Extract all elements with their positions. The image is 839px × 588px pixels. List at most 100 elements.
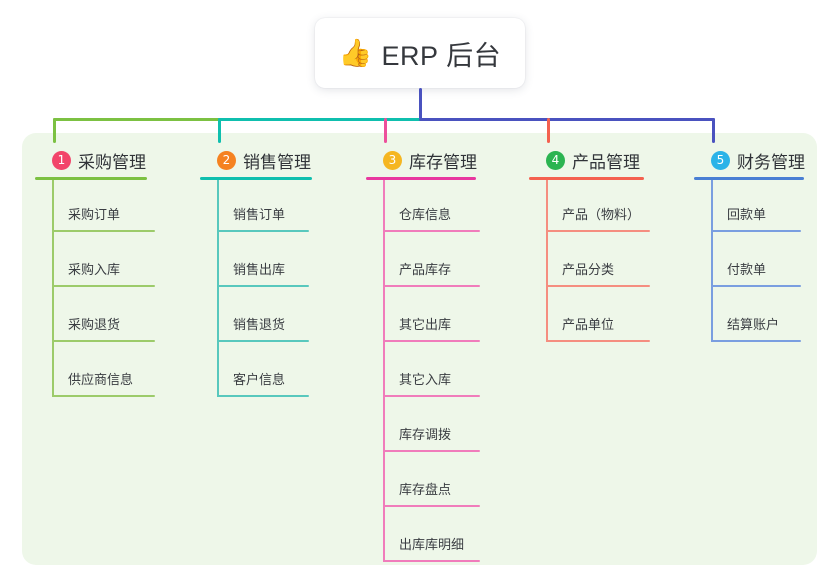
branch-header-2[interactable]: 2 销售管理 <box>200 143 311 177</box>
branch-header-1[interactable]: 1 采购管理 <box>35 143 146 177</box>
branch-item-label: 销售出库 <box>233 262 286 277</box>
branch-item-label: 付款单 <box>727 262 767 277</box>
branch-item-label: 产品单位 <box>562 317 615 332</box>
branch-item-underline <box>383 340 480 342</box>
branch-number-badge: 3 <box>383 150 402 170</box>
branch-item[interactable]: 销售订单 <box>217 177 309 232</box>
branch-item-underline <box>52 285 155 287</box>
branch-item[interactable]: 采购退货 <box>52 287 155 342</box>
branch-item-underline <box>217 230 309 232</box>
branch-spine <box>217 180 219 397</box>
branch-title: 产品管理 <box>572 152 640 172</box>
branch-number-badge: 1 <box>52 150 71 170</box>
branch-column-2: 2 销售管理销售订单销售出库销售退货客户信息 <box>200 143 312 397</box>
branch-item-label: 库存调拨 <box>399 427 452 442</box>
branch-item-label: 产品（物料） <box>562 207 641 222</box>
connector-bar-green <box>53 118 221 121</box>
connector-drop-2 <box>218 118 221 143</box>
branch-item[interactable]: 产品库存 <box>383 232 480 287</box>
diagram-background-panel <box>22 133 817 565</box>
connector-drop-4 <box>547 118 550 143</box>
branch-spine <box>52 180 54 397</box>
connector-drop-5 <box>712 118 715 143</box>
branch-underline <box>200 177 312 180</box>
branch-item[interactable]: 结算账户 <box>711 287 801 342</box>
branch-item[interactable]: 供应商信息 <box>52 342 155 397</box>
branch-item[interactable]: 其它入库 <box>383 342 480 397</box>
branch-item-underline <box>52 230 155 232</box>
branch-item-label: 客户信息 <box>233 372 286 387</box>
branch-item-label: 产品分类 <box>562 262 615 277</box>
branch-column-1: 1 采购管理采购订单采购入库采购退货供应商信息 <box>35 143 155 397</box>
branch-item[interactable]: 仓库信息 <box>383 177 480 232</box>
branch-number-badge: 2 <box>217 150 236 170</box>
branch-underline <box>35 177 147 180</box>
branch-item-label: 仓库信息 <box>399 207 452 222</box>
branch-item[interactable]: 产品单位 <box>546 287 650 342</box>
branch-column-5: 5 财务管理回款单付款单结算账户 <box>694 143 805 342</box>
branch-item-underline <box>217 340 309 342</box>
branch-item-underline <box>383 560 480 562</box>
branch-item-label: 结算账户 <box>727 317 780 332</box>
branch-item[interactable]: 产品（物料） <box>546 177 650 232</box>
branch-header-5[interactable]: 5 财务管理 <box>694 143 805 177</box>
branch-item-underline <box>383 395 480 397</box>
branch-item-label: 回款单 <box>727 207 767 222</box>
branch-item[interactable]: 客户信息 <box>217 342 309 397</box>
thumbs-up-icon: 👍 <box>338 38 373 68</box>
branch-item[interactable]: 采购订单 <box>52 177 155 232</box>
branch-underline <box>529 177 644 180</box>
branch-item[interactable]: 付款单 <box>711 232 801 287</box>
branch-item[interactable]: 回款单 <box>711 177 801 232</box>
branch-item-label: 出库库明细 <box>399 537 465 552</box>
root-node[interactable]: 👍 ERP 后台 <box>315 18 525 88</box>
branch-item-label: 供应商信息 <box>68 372 134 387</box>
root-node-title: ERP 后台 <box>381 40 502 71</box>
branch-item-underline <box>711 230 801 232</box>
branch-title: 财务管理 <box>737 152 805 172</box>
branch-underline <box>694 177 804 180</box>
branch-item-underline <box>52 340 155 342</box>
branch-item-underline <box>383 230 480 232</box>
branch-item-underline <box>52 395 155 397</box>
branch-underline <box>366 177 476 180</box>
branch-item-label: 其它入库 <box>399 372 452 387</box>
branch-item[interactable]: 采购入库 <box>52 232 155 287</box>
branch-title: 销售管理 <box>243 152 311 172</box>
branch-item-underline <box>711 340 801 342</box>
branch-header-3[interactable]: 3 库存管理 <box>366 143 477 177</box>
branch-item-underline <box>546 285 650 287</box>
branch-item-label: 产品库存 <box>399 262 452 277</box>
branch-item-underline <box>383 285 480 287</box>
branch-item[interactable]: 其它出库 <box>383 287 480 342</box>
branch-item-underline <box>383 505 480 507</box>
branch-item[interactable]: 出库库明细 <box>383 507 480 562</box>
branch-item-label: 采购入库 <box>68 262 121 277</box>
branch-item[interactable]: 产品分类 <box>546 232 650 287</box>
branch-item[interactable]: 库存盘点 <box>383 452 480 507</box>
connector-bar-blue <box>419 118 715 121</box>
branch-spine <box>546 180 548 342</box>
branch-spine <box>711 180 713 342</box>
branch-item-underline <box>546 230 650 232</box>
branch-item[interactable]: 销售退货 <box>217 287 309 342</box>
branch-item-label: 库存盘点 <box>399 482 452 497</box>
branch-item-label: 采购订单 <box>68 207 121 222</box>
branch-title: 采购管理 <box>78 152 146 172</box>
branch-title: 库存管理 <box>409 152 477 172</box>
connector-bar-teal <box>218 118 422 121</box>
branch-item-label: 其它出库 <box>399 317 452 332</box>
branch-item-label: 采购退货 <box>68 317 121 332</box>
branch-item-underline <box>217 395 309 397</box>
branch-item-label: 销售订单 <box>233 207 286 222</box>
branch-number-badge: 5 <box>711 150 730 170</box>
branch-item-underline <box>546 340 650 342</box>
branch-item[interactable]: 库存调拨 <box>383 397 480 452</box>
branch-item[interactable]: 销售出库 <box>217 232 309 287</box>
connector-drop-3 <box>384 118 387 143</box>
connector-drop-1 <box>53 118 56 143</box>
branch-item-underline <box>217 285 309 287</box>
